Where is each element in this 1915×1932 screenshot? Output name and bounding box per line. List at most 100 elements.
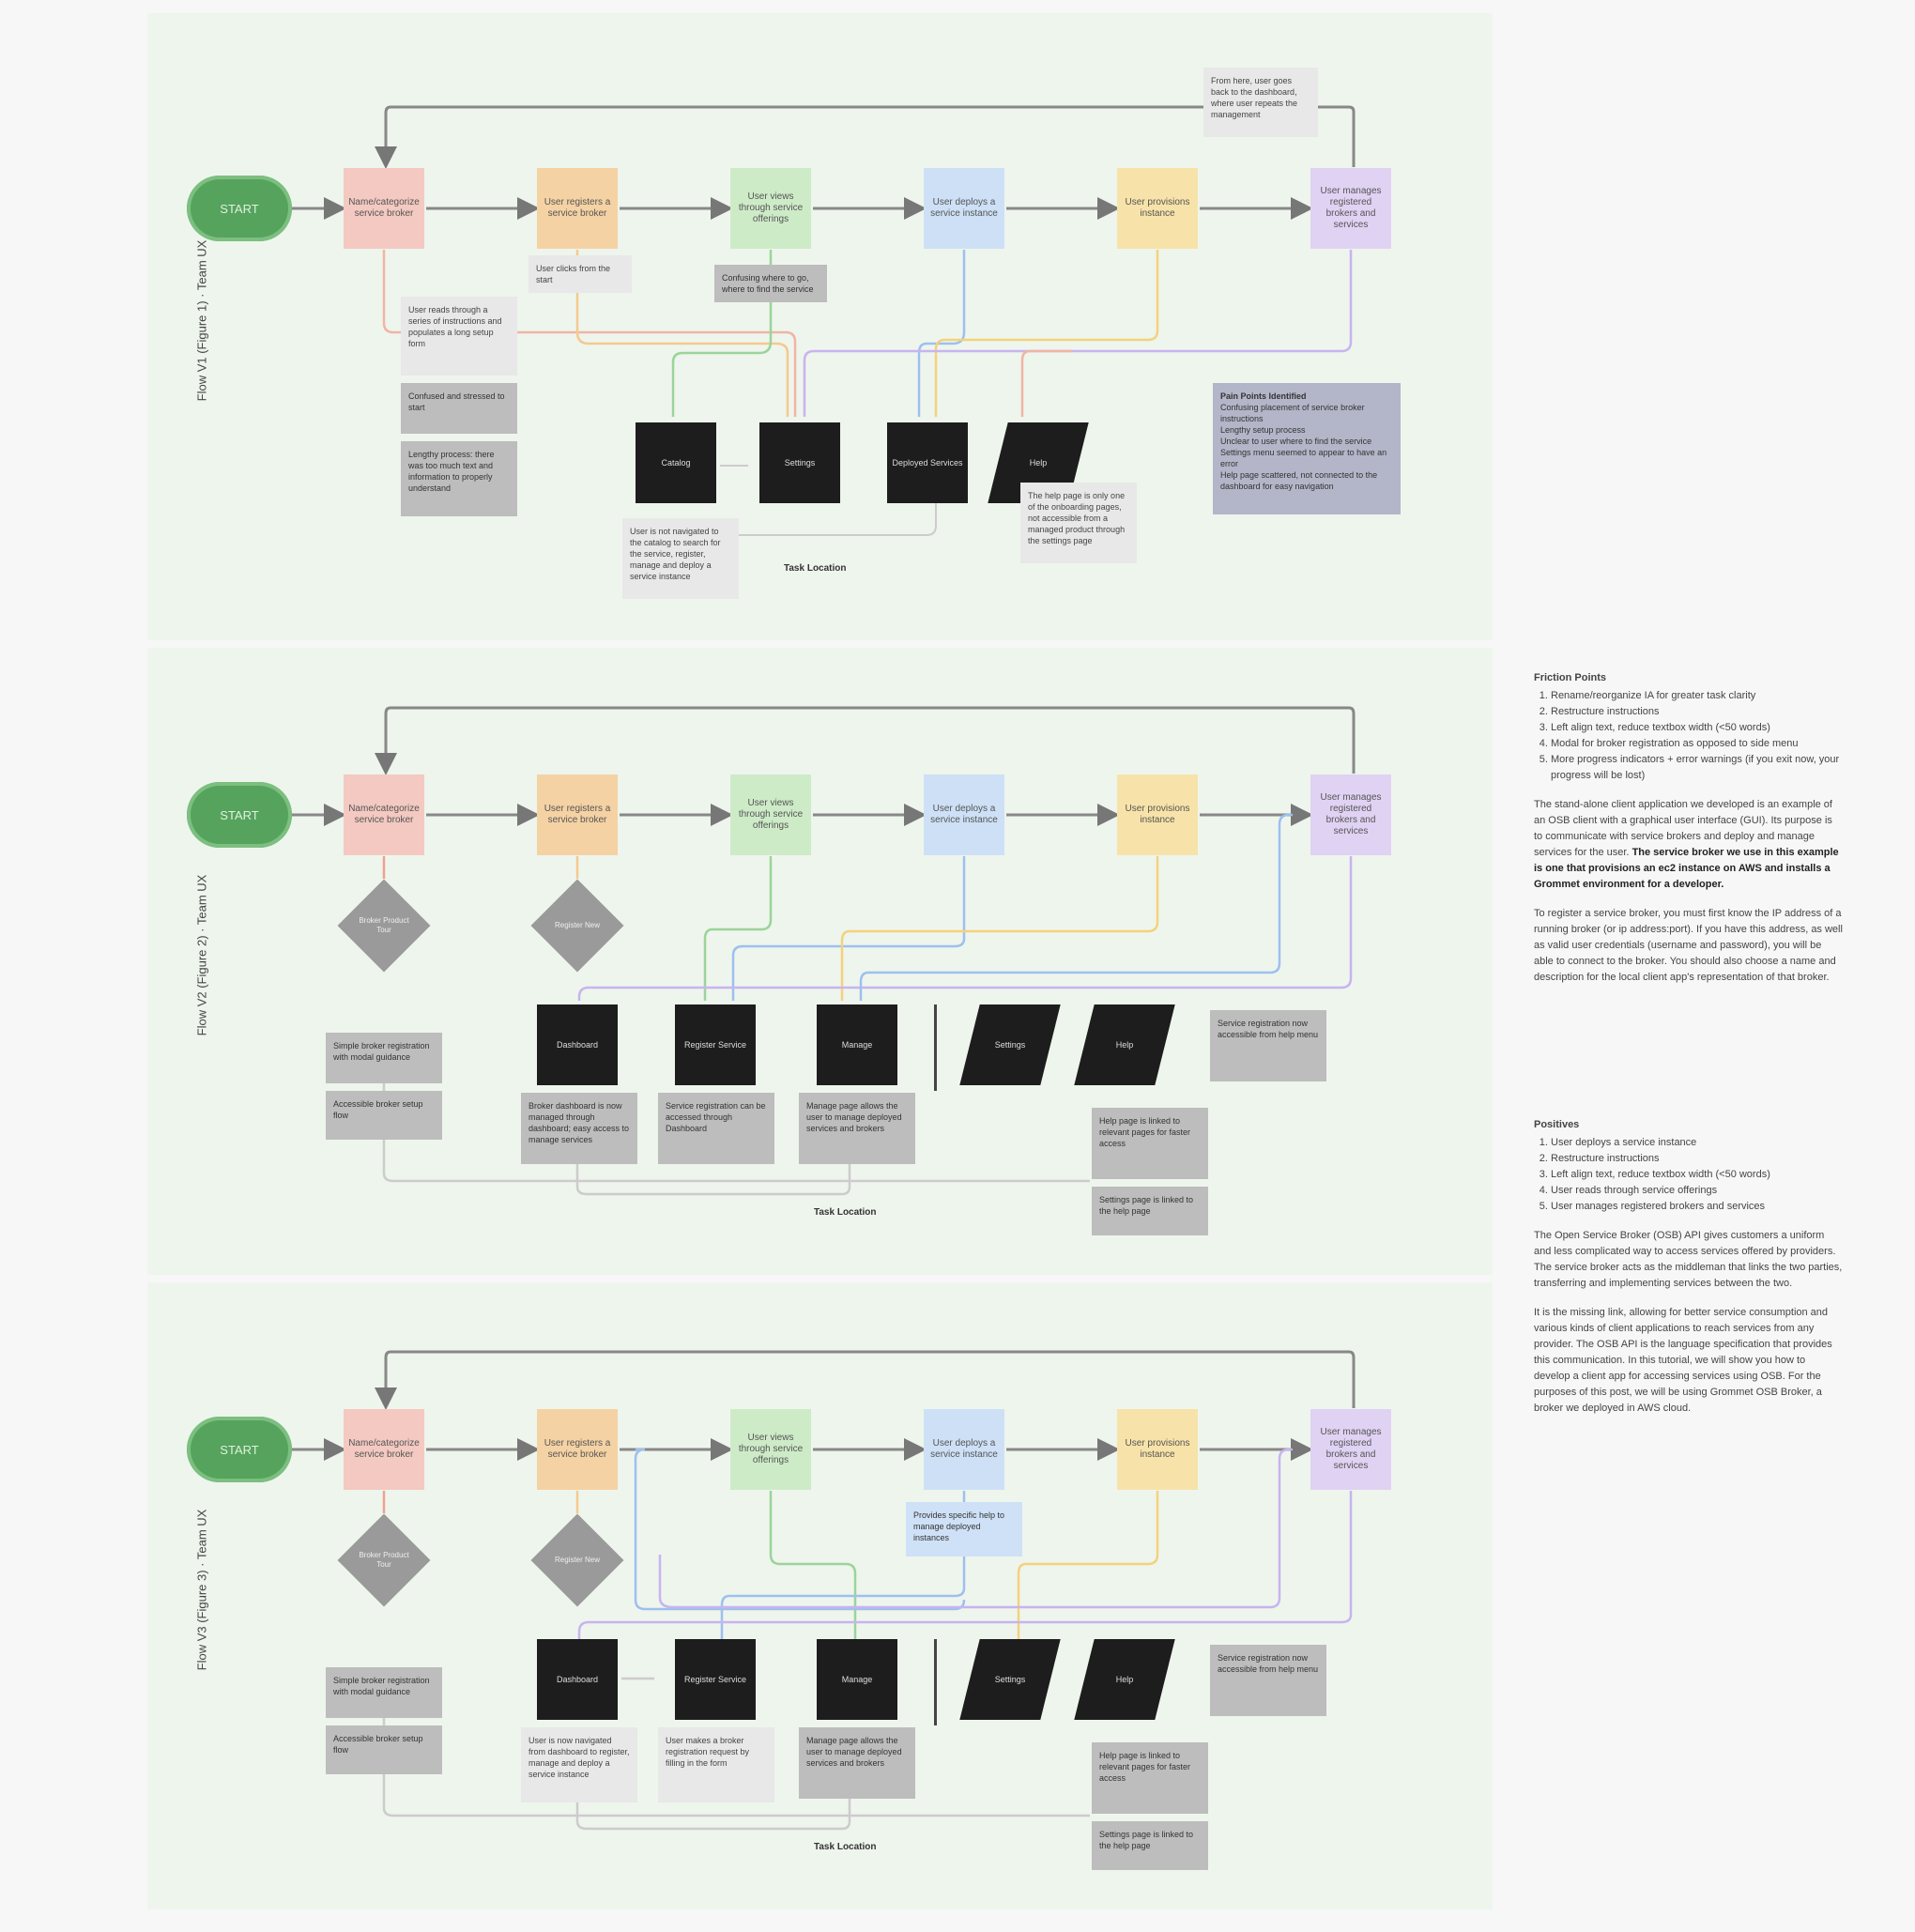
help-label-2: Help	[1115, 1040, 1134, 1050]
decision-broker-tour-label-3: Broker Product Tour	[359, 1551, 409, 1569]
note-help-linked: Help page is linked to relevant pages fo…	[1092, 1108, 1208, 1179]
location-catalog[interactable]: Catalog	[636, 422, 716, 503]
pain-point-1: Confusing placement of service broker in…	[1220, 403, 1365, 423]
flow-panel-1: Flow V1 (Figure 1) · Team UX START Name/…	[147, 13, 1493, 640]
missing-link-paragraph: It is the missing link, allowing for bet…	[1534, 1307, 1832, 1414]
pain-point-3: Unclear to user where to find the servic…	[1220, 437, 1372, 446]
note-return-dashboard: From here, user goes back to the dashboa…	[1203, 68, 1318, 137]
settings-label-3: Settings	[994, 1675, 1026, 1684]
location-register-service[interactable]: Register Service	[675, 1004, 756, 1085]
note-setup-flow: Accessible broker setup flow	[326, 1091, 442, 1140]
location-manage-3[interactable]: Manage	[817, 1639, 897, 1720]
note-lengthy: Lengthy process: there was too much text…	[401, 441, 517, 516]
flow-2-connectors	[292, 706, 1356, 1196]
decision-broker-tour-label: Broker Product Tour	[359, 916, 409, 934]
note-modal-guidance: Simple broker registration with modal gu…	[326, 1033, 442, 1083]
note-registration-3: User makes a broker registration request…	[658, 1727, 774, 1802]
start-node-3: START	[187, 1417, 292, 1482]
positives-notes: Positives User deploys a service instanc…	[1534, 1117, 1844, 1430]
location-help[interactable]: Help	[988, 422, 1089, 503]
decision-broker-tour-3[interactable]: Broker Product Tour	[337, 1513, 431, 1607]
positive-item: User manages registered brokers and serv…	[1551, 1199, 1844, 1215]
task-location-caption-3: Task Location	[814, 1842, 877, 1852]
note-register-start: User clicks from the start	[529, 255, 632, 293]
step-register-broker[interactable]: User registers a service broker	[537, 168, 618, 249]
note-help-linked-3: Help page is linked to relevant pages fo…	[1092, 1742, 1208, 1814]
positive-item: User reads through service offerings	[1551, 1183, 1844, 1199]
friction-item: Restructure instructions	[1551, 704, 1844, 720]
settings-label: Settings	[994, 1040, 1026, 1050]
note-stressed: Confused and stressed to start	[401, 383, 517, 434]
step-deploy-instance[interactable]: User deploys a service instance	[924, 168, 1004, 249]
step-view-offerings-2[interactable]: User views through service offerings	[730, 774, 811, 855]
step-register-broker-2[interactable]: User registers a service broker	[537, 774, 618, 855]
step-view-offerings[interactable]: User views through service offerings	[730, 168, 811, 249]
friction-notes: Friction Points Rename/reorganize IA for…	[1534, 670, 1844, 999]
flow-panel-2: Flow V2 (Figure 2) · Team UX START	[147, 648, 1493, 1275]
divider-3	[934, 1639, 937, 1725]
osb-paragraph: The Open Service Broker (OSB) API gives …	[1534, 1230, 1843, 1289]
step-deploy-instance-2[interactable]: User deploys a service instance	[924, 774, 1004, 855]
intro-bold: The service broker we use in this exampl…	[1534, 847, 1839, 890]
location-help-2[interactable]: Help	[1074, 1004, 1175, 1085]
note-settings-linked-3: Settings page is linked to the help page	[1092, 1821, 1208, 1870]
step-provision-instance-3[interactable]: User provisions instance	[1117, 1409, 1198, 1490]
help-label: Help	[1029, 458, 1048, 468]
flow-3-connectors	[292, 1350, 1356, 1831]
step-manage-brokers[interactable]: User manages registered brokers and serv…	[1310, 168, 1391, 249]
note-manage-3: Manage page allows the user to manage de…	[799, 1727, 915, 1799]
step-view-offerings-3[interactable]: User views through service offerings	[730, 1409, 811, 1490]
note-confusing: Confusing where to go, where to find the…	[714, 265, 827, 302]
intro-text: The stand-alone client application we de…	[1534, 799, 1832, 858]
location-deployed-services[interactable]: Deployed Services	[887, 422, 968, 503]
step-provision-instance[interactable]: User provisions instance	[1117, 168, 1198, 249]
positives-list: User deploys a service instance Restruct…	[1534, 1135, 1844, 1215]
pain-points-summary: Pain Points Identified Confusing placeme…	[1213, 383, 1401, 514]
pain-points-title: Pain Points Identified	[1220, 391, 1307, 401]
flow-panel-3: Flow V3 (Figure 3) · Team UX	[147, 1282, 1493, 1909]
intro-paragraph: The stand-alone client application we de…	[1534, 797, 1844, 893]
note-setup-form: User reads through a series of instructi…	[401, 297, 517, 376]
note-modal-guidance-3: Simple broker registration with modal gu…	[326, 1667, 442, 1718]
decision-register-new-label: Register New	[554, 921, 600, 929]
location-help-3[interactable]: Help	[1074, 1639, 1175, 1720]
note-registration: Service registration can be accessed thr…	[658, 1093, 774, 1164]
positive-item: User deploys a service instance	[1551, 1135, 1844, 1151]
start-node: START	[187, 176, 292, 241]
location-dashboard-3[interactable]: Dashboard	[537, 1639, 618, 1720]
note-setup-flow-3: Accessible broker setup flow	[326, 1725, 442, 1774]
note-deploy-help: Provides specific help to manage deploye…	[906, 1502, 1022, 1556]
friction-item: Left align text, reduce textbox width (<…	[1551, 720, 1844, 736]
location-settings-3[interactable]: Settings	[959, 1639, 1061, 1720]
positive-item: Restructure instructions	[1551, 1151, 1844, 1167]
location-dashboard[interactable]: Dashboard	[537, 1004, 618, 1085]
note-settings-linked: Settings page is linked to the help page	[1092, 1187, 1208, 1235]
location-register-service-3[interactable]: Register Service	[675, 1639, 756, 1720]
note-help-page: The help page is only one of the onboard…	[1020, 483, 1137, 563]
pain-point-5: Help page scattered, not connected to th…	[1220, 470, 1378, 491]
decision-broker-tour[interactable]: Broker Product Tour	[337, 879, 431, 973]
step-manage-brokers-3[interactable]: User manages registered brokers and serv…	[1310, 1409, 1391, 1490]
step-name-broker-2[interactable]: Name/categorize service broker	[344, 774, 424, 855]
note-help-menu-3: Service registration now accessible from…	[1210, 1645, 1326, 1716]
location-settings[interactable]: Settings	[759, 422, 840, 503]
help-label-3: Help	[1115, 1675, 1134, 1684]
note-manage: Manage page allows the user to manage de…	[799, 1093, 915, 1164]
location-manage[interactable]: Manage	[817, 1004, 897, 1085]
pain-point-2: Lengthy setup process	[1220, 425, 1306, 435]
friction-list: Rename/reorganize IA for greater task cl…	[1534, 688, 1844, 784]
step-name-broker-3[interactable]: Name/categorize service broker	[344, 1409, 424, 1490]
decision-register-new[interactable]: Register New	[530, 879, 624, 973]
step-deploy-instance-3[interactable]: User deploys a service instance	[924, 1409, 1004, 1490]
note-dashboard-3: User is now navigated from dashboard to …	[521, 1727, 637, 1802]
location-settings-2[interactable]: Settings	[959, 1004, 1061, 1085]
step-provision-instance-2[interactable]: User provisions instance	[1117, 774, 1198, 855]
decision-register-new-3[interactable]: Register New	[530, 1513, 624, 1607]
step-manage-brokers-2[interactable]: User manages registered brokers and serv…	[1310, 774, 1391, 855]
step-name-broker[interactable]: Name/categorize service broker	[344, 168, 424, 249]
friction-title: Friction Points	[1534, 672, 1606, 683]
step-register-broker-3[interactable]: User registers a service broker	[537, 1409, 618, 1490]
note-dashboard: Broker dashboard is now managed through …	[521, 1093, 637, 1164]
positives-title: Positives	[1534, 1119, 1580, 1130]
note-catalog: User is not navigated to the catalog to …	[622, 518, 739, 599]
